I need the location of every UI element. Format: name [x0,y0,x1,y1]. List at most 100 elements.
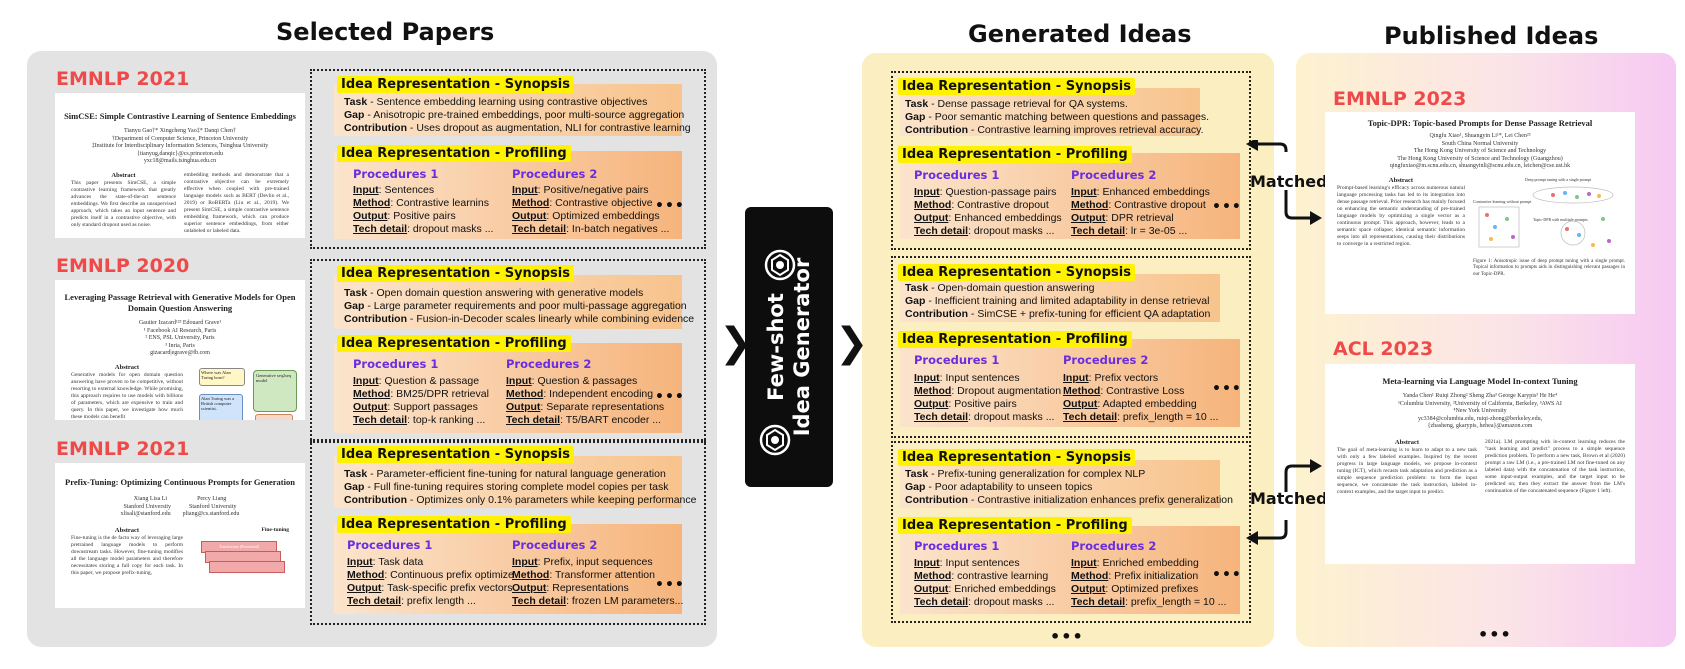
procedure-method: Method: Dropout augmentation [914,385,1062,397]
profiling-header: Idea Representation - Profiling [337,516,571,533]
procedure-tech-detail: Tech detail: frozen LM parameters... [512,595,684,607]
figure-transformer-stack [209,560,285,573]
openai-logo-icon [764,249,796,281]
synopsis-box [900,274,1220,322]
procedure-tech-detail: Tech detail: lr = 3e-05 ... [1071,225,1188,237]
procedure-tech-detail: Tech detail: T5/BART encoder ... [506,414,662,426]
synopsis-task: Task - Sentence embedding learning using… [344,96,648,108]
paper-authors: Gautier Izacard¹²³ Edouard Grave¹ ¹ Face… [138,320,222,356]
procedure-input: Input: Input sentences [914,557,1020,569]
synopsis-box [334,275,682,329]
procedure-output: Output: Enriched embeddings [914,583,1056,595]
matched-arrow-icon [1246,459,1322,545]
profiling-box [900,526,1240,614]
profiling-header: Idea Representation - Profiling [898,146,1132,163]
figure-subtitle: Contrastive learning without prompt [1473,198,1532,204]
synopsis-gap: Gap - Large parameter requirements and p… [344,300,687,312]
procedure-title: Procedures 1 [353,357,439,371]
body-text: embedding methods and demonstrate that a… [184,171,289,234]
figure-output-box [255,413,293,420]
procedure-output: Output: Enhanced embeddings [914,212,1062,224]
procedure-method: Method: Contrastive learnins [353,197,489,209]
abstract-text: This paper presents SimCSE, a simple con… [71,179,176,228]
paper-title: Prefix-Tuning: Optimizing Continuous Pro… [65,477,295,487]
paper-authors: Tianyu Gao†* Xingcheng Yao‡* Danqi Chen†… [91,128,269,164]
profiling-box [900,153,1240,239]
more-published-ellipsis: ••• [1478,625,1512,644]
profiling-box [334,343,682,433]
procedure-input: Input: Task data [347,556,424,568]
matched-label: Matched [1250,489,1328,508]
selected-papers-title: Selected Papers [276,18,495,46]
procedure-method: Method: Transformer attention [512,569,655,581]
synopsis-header: Idea Representation - Synopsis [898,78,1135,95]
procedure-title: Procedures 2 [512,167,598,181]
generated-ideas-title: Generated Ideas [968,20,1192,48]
synopsis-box [900,88,1200,136]
procedure-tech-detail: Tech detail: top-k ranking ... [353,414,486,426]
procedure-output: Output: Optimized embeddings [512,210,660,222]
idea-card [310,259,706,443]
procedure-method: Method: Contrastive Loss [1063,385,1185,397]
figure-model-box: Generative seq2seq model [253,369,297,412]
figure-label: Fine-tuning [261,526,289,533]
chevron-right-icon: ❯ [835,320,869,366]
procedure-method: Method: contrastive learning [914,570,1049,582]
figure-subtitle: Deep prompt tuning with a single prompt [1525,176,1592,182]
procedure-method: Method: Contrastive dropout [914,199,1049,211]
procedure-output: Output: Representations [512,582,629,594]
paper-thumbnail: SimCSE: Simple Contrastive Learning of S… [55,93,305,238]
more-procedures-ellipsis: ••• [1212,567,1242,583]
profiling-box [334,151,682,239]
procedure-output: Output: Separate representations [506,401,665,413]
paper-thumbnail: Topic-DPR: Topic-based Prompts for Dense… [1325,112,1635,314]
more-ideas-ellipsis: ••• [1050,627,1084,646]
procedure-input: Input: Enhanced embeddings [1071,186,1210,198]
procedure-input: Input: Question-passage pairs [914,186,1057,198]
procedure-input: Input: Question & passages [506,375,638,387]
more-procedures-ellipsis: ••• [1212,199,1242,215]
procedure-title: Procedures 1 [914,539,1000,553]
venue-label: EMNLP 2021 [56,68,190,90]
procedure-input: Input: Enriched embedding [1071,557,1199,569]
more-procedures-ellipsis: ••• [1212,381,1242,397]
profiling-box [900,339,1240,427]
idea-card [310,69,706,249]
abstract-heading: Abstract [1394,438,1420,446]
procedure-title: Procedures 2 [506,357,592,371]
profiling-header: Idea Representation - Profiling [337,145,571,162]
synopsis-box [900,460,1220,508]
synopsis-gap: Gap - Full fine-tuning requires storing … [344,481,669,493]
synopsis-contribution: Contribution - Fusion-in-Decoder scales … [344,313,695,325]
procedure-method: Method: Continuous prefix optimize [347,569,514,581]
generated-idea-card [891,71,1251,250]
figure-question-box: Where was Alan Turing born? [199,367,245,386]
procedure-input: Input: Prefix vectors [1063,372,1159,384]
paper-title: Meta-learning via Language Model In-cont… [1382,376,1578,386]
paper-authors: Qingfu Xiao¹, Shuangyin Li¹*, Lei Chen²³… [1389,133,1571,169]
paper-thumbnail: Meta-learning via Language Model In-cont… [1325,364,1635,564]
synopsis-contribution: Contribution - SimCSE + prefix-tuning fo… [905,308,1211,320]
venue-label: ACL 2023 [1333,338,1434,360]
synopsis-contribution: Contribution - Contrastive learning impr… [905,124,1204,136]
figure-scatter: Deep prompt tuning with a single prompt … [1473,177,1625,253]
procedure-output: Output: Positive pairs [914,398,1017,410]
abstract-heading: Abstract [114,526,140,534]
synopsis-header: Idea Representation - Synopsis [898,264,1135,281]
profiling-header: Idea Representation - Profiling [898,517,1132,534]
paper-thumbnail: Prefix-Tuning: Optimizing Continuous Pro… [55,463,305,608]
profiling-header: Idea Representation - Profiling [337,335,571,352]
procedure-input: Input: Prefix, input sequences [512,556,653,568]
procedure-title: Procedures 2 [1071,168,1157,182]
synopsis-gap: Gap - Anisotropic pre-trained embeddings… [344,109,685,121]
synopsis-header: Idea Representation - Synopsis [337,76,574,93]
procedure-title: Procedures 1 [914,353,1000,367]
profiling-header: Idea Representation - Profiling [898,331,1132,348]
profiling-box [334,524,682,614]
abstract-text: Fine-tuning is the de facto way of lever… [71,534,183,576]
procedure-tech-detail: Tech detail: dropout masks ... [353,223,494,235]
paper-title: Leveraging Passage Retrieval with Genera… [64,292,296,313]
paper-title: Topic-DPR: Topic-based Prompts for Dense… [1367,118,1593,128]
procedure-output: Output: Positive pairs [353,210,456,222]
procedure-title: Procedures 1 [914,168,1000,182]
